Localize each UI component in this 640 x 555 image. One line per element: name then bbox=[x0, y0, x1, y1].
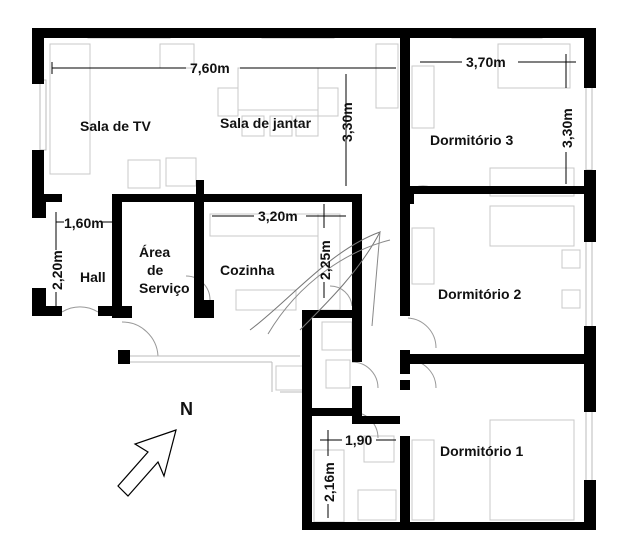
walls bbox=[32, 28, 596, 530]
dim-dorm3-width: 3,70m bbox=[466, 54, 506, 70]
dim-cozinha-depth: 2,25m bbox=[317, 240, 333, 280]
label-area-servico-line3: Serviço bbox=[139, 280, 190, 296]
north-compass: N bbox=[117, 399, 193, 497]
dim-bath-width: 1,90 bbox=[345, 432, 372, 448]
label-area-servico-line1: Área bbox=[139, 244, 170, 260]
north-arrow-icon bbox=[117, 429, 177, 497]
dim-sala-width: 7,60m bbox=[190, 60, 230, 76]
label-dormitorio-3: Dormitório 3 bbox=[430, 132, 513, 148]
door-swings bbox=[61, 185, 439, 439]
label-area-servico-line2: de bbox=[147, 262, 164, 278]
compass-label: N bbox=[180, 399, 193, 419]
label-cozinha: Cozinha bbox=[220, 262, 275, 278]
label-hall: Hall bbox=[80, 269, 106, 285]
label-sala-tv: Sala de TV bbox=[80, 118, 151, 134]
furniture bbox=[49, 43, 581, 523]
label-sala-jantar: Sala de jantar bbox=[220, 115, 312, 131]
dimension-lines bbox=[51, 54, 576, 518]
dim-cozinha-width: 3,20m bbox=[258, 208, 298, 224]
watermark-sketch bbox=[249, 231, 391, 335]
room-labels: Sala de TV Sala de jantar Dormitório 3 D… bbox=[80, 115, 523, 459]
dim-hall-depth: 2,20m bbox=[49, 250, 65, 290]
dim-bath-depth: 2,16m bbox=[321, 462, 337, 502]
dimension-labels: 7,60m 3,30m 3,70m 3,30m 1,60m 2,20m 3,20… bbox=[49, 54, 575, 502]
dim-hall-width: 1,60m bbox=[64, 215, 104, 231]
label-dormitorio-1: Dormitório 1 bbox=[440, 443, 523, 459]
dim-dorm3-depth: 3,30m bbox=[559, 108, 575, 148]
dim-sala-depth: 3,30m bbox=[339, 102, 355, 142]
label-dormitorio-2: Dormitório 2 bbox=[438, 286, 521, 302]
